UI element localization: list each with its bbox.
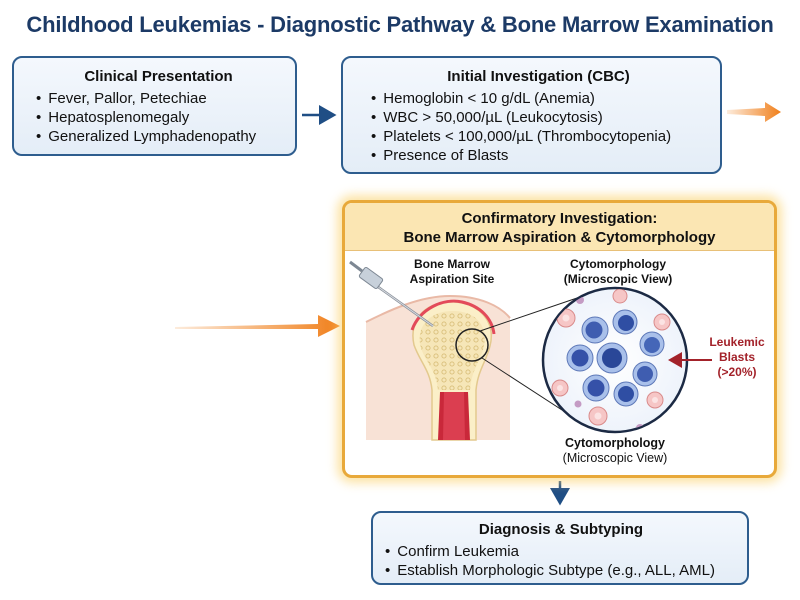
clinical-item: Fever, Pallor, Petechiae (36, 89, 281, 108)
leukemic-blasts-label-line2: Blasts (718, 350, 756, 364)
clinical-presentation-box: Clinical Presentation Fever, Pallor, Pet… (12, 56, 297, 156)
leukemic-blasts-label: Leukemic Blasts (>20%) (705, 335, 769, 380)
microscopic-view-title: Cytomorphology (Microscopic View) (548, 257, 688, 287)
aspiration-site-label: Bone Marrow Aspiration Site (392, 257, 512, 287)
cbc-item: WBC > 50,000/µL (Leukocytosis) (371, 108, 706, 127)
confirmatory-investigation-box: Confirmatory Investigation: Bone Marrow … (342, 200, 777, 478)
clinical-presentation-heading: Clinical Presentation (84, 68, 233, 85)
cbc-item: Presence of Blasts (371, 146, 706, 165)
aspiration-site-label-line2: Aspiration Site (409, 272, 495, 286)
cbc-box: Initial Investigation (CBC) Hemoglobin <… (341, 56, 722, 174)
clinical-item: Generalized Lymphadenopathy (36, 127, 281, 146)
microscopic-view-caption: Cytomorphology (Microscopic View) (540, 436, 690, 466)
diagram-title: Childhood Leukemias - Diagnostic Pathway… (26, 12, 774, 37)
arrow-into-confirmatory (175, 315, 340, 337)
microscopic-view-title-line2: (Microscopic View) (563, 272, 673, 286)
diagnosis-item: Confirm Leukemia (385, 542, 737, 561)
clinical-item: Hepatosplenomegaly (36, 108, 281, 127)
microscopic-view-caption-line1: Cytomorphology (565, 436, 665, 450)
confirmatory-heading-line1: Confirmatory Investigation: (461, 210, 658, 227)
microscopic-view-caption-line2: (Microscopic View) (562, 451, 668, 465)
diagnosis-subtyping-box: Diagnosis & Subtyping Confirm Leukemia E… (371, 511, 749, 585)
leukemic-blasts-label-line1: Leukemic (709, 335, 765, 349)
confirmatory-heading: Confirmatory Investigation: Bone Marrow … (345, 203, 774, 251)
diagnosis-heading: Diagnosis & Subtyping (478, 521, 644, 538)
diagnosis-item: Establish Morphologic Subtype (e.g., ALL… (385, 561, 737, 580)
cbc-heading: Initial Investigation (CBC) (447, 68, 630, 85)
confirmatory-heading-line2: Bone Marrow Aspiration & Cytomorphology (403, 229, 716, 246)
cbc-item: Hemoglobin < 10 g/dL (Anemia) (371, 89, 706, 108)
microscopic-view-title-line1: Cytomorphology (570, 257, 666, 271)
leukemic-blasts-label-line3: (>20%) (717, 365, 757, 379)
arrow-cbc-out (727, 102, 781, 122)
cbc-item: Platelets < 100,000/µL (Thrombocytopenia… (371, 127, 706, 146)
aspiration-site-label-line1: Bone Marrow (413, 257, 490, 271)
